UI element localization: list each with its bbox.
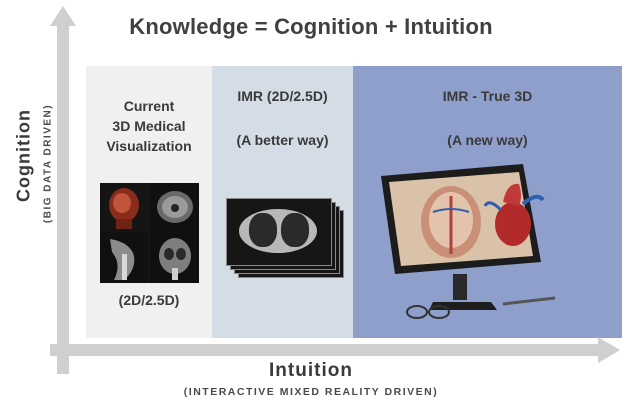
panel-1-footer: (2D/2.5D) <box>118 292 180 308</box>
panel-imr-2d: IMR (2D/2.5D) (A better way) <box>212 66 353 338</box>
panel-current-visualization: Current 3D Medical Visualization <box>86 66 212 338</box>
axial-ct-image <box>150 183 199 232</box>
sagittal-ct-image <box>100 234 149 283</box>
y-axis-line <box>57 22 69 374</box>
panel-1-heading-line-1: Current <box>123 98 175 114</box>
medical-scan-grid-image <box>100 183 199 283</box>
x-axis-line <box>50 344 600 356</box>
3d-monitor-anatomy-image <box>373 162 573 322</box>
panel-3-subheading: (A new way) <box>447 132 528 148</box>
coronal-ct-image <box>150 234 199 283</box>
panel-3-heading: IMR - True 3D <box>442 88 533 104</box>
x-axis-sublabel: (INTERACTIVE MIXED REALITY DRIVEN) <box>183 386 439 398</box>
x-axis-arrow-icon <box>598 337 620 363</box>
panel-2-subheading: (A better way) <box>236 132 329 148</box>
x-axis-label: Intuition <box>269 360 353 381</box>
y-axis-label: Cognition <box>13 109 34 202</box>
panel-1-heading-line-3: Visualization <box>106 138 192 154</box>
y-axis-label-group: Cognition (BIG DATA DRIVEN) <box>2 60 54 260</box>
diagram-title: Knowledge = Cognition + Intuition <box>129 14 493 39</box>
skull-render-image <box>100 183 149 232</box>
y-axis-arrow-icon <box>50 6 76 26</box>
panel-2-heading: IMR (2D/2.5D) <box>237 88 328 104</box>
y-axis-sublabel: (BIG DATA DRIVEN) <box>42 103 54 224</box>
panel-1-heading-line-2: 3D Medical <box>112 118 186 134</box>
panel-imr-true-3d: IMR - True 3D (A new way) <box>353 66 622 338</box>
